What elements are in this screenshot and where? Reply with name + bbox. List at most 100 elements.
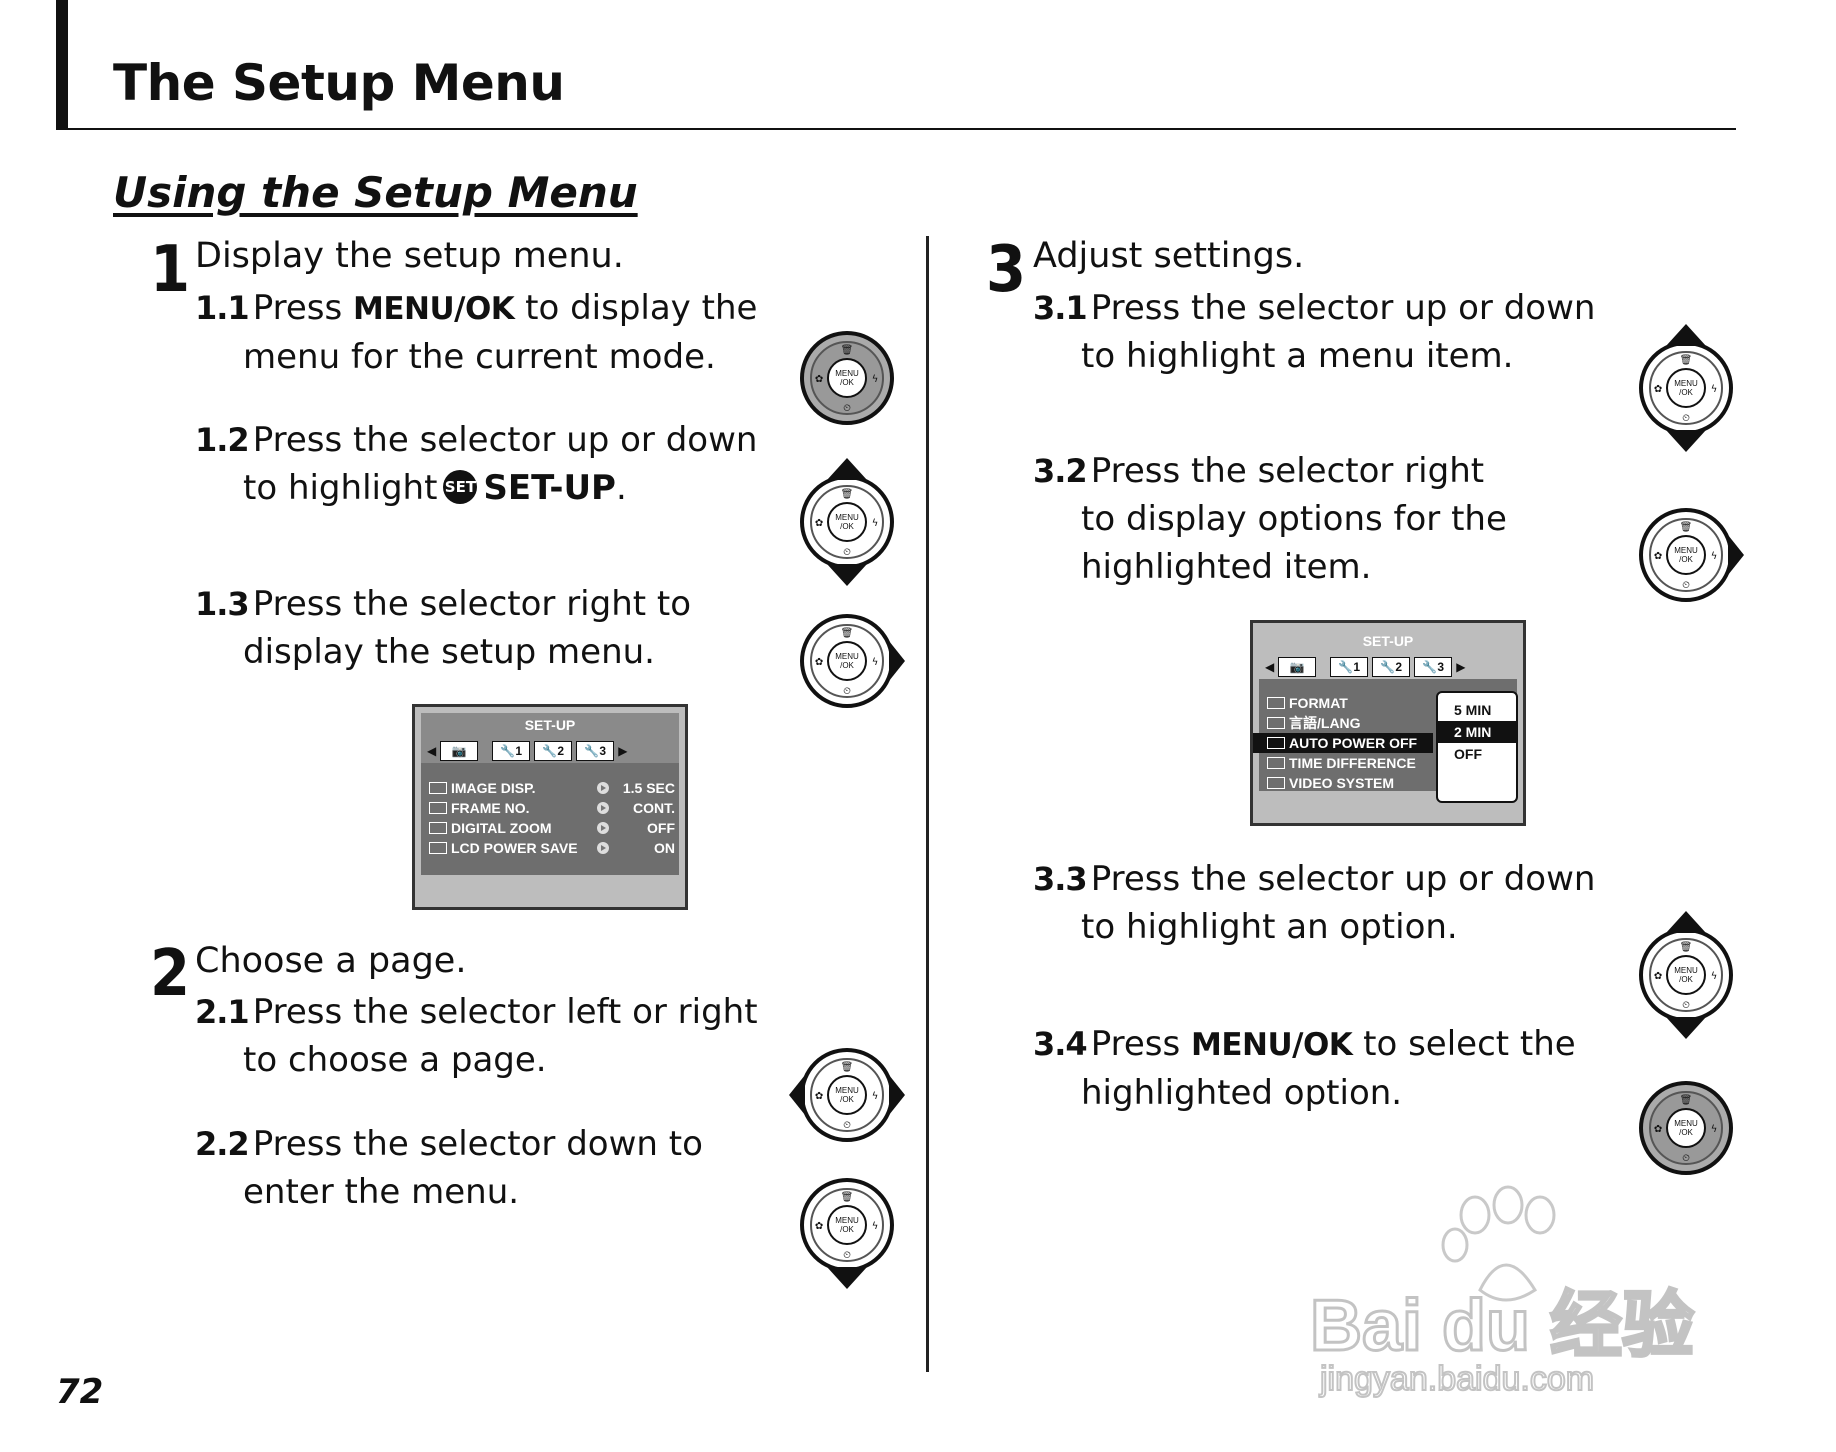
svg-text:✿: ✿ <box>815 374 823 385</box>
screen-title: SET-UP <box>1362 633 1414 649</box>
svg-text:⏲: ⏲ <box>1682 1000 1690 1011</box>
svg-text:MENU: MENU <box>1674 1119 1698 1128</box>
up-arrow-icon <box>1666 324 1706 346</box>
baidu-watermark-logo: Bai du 经验 jingyan.baidu.com <box>1300 1180 1770 1400</box>
arrow-icon <box>597 842 609 854</box>
option-selected: 2 MIN <box>1438 721 1516 743</box>
svg-text:⏲: ⏲ <box>843 403 851 414</box>
selector-dial-icon: MENU/OK🗑✿ϟ⏲ <box>789 457 905 587</box>
substep-id: 3.3 <box>1033 860 1088 898</box>
substep-text: to select the <box>1363 1024 1576 1064</box>
substep-text: display the setup menu. <box>243 632 655 672</box>
svg-text:⏲: ⏲ <box>1682 413 1690 424</box>
substep-id: 1.2 <box>195 421 250 459</box>
svg-text:MENU: MENU <box>835 513 859 522</box>
svg-text:✿: ✿ <box>1654 384 1662 395</box>
column-divider <box>926 236 929 1372</box>
substep-id: 3.4 <box>1033 1025 1088 1063</box>
substep-text: to highlight a menu item. <box>1081 336 1514 376</box>
up-arrow-icon <box>827 458 867 480</box>
svg-text:ϟ: ϟ <box>1711 971 1718 982</box>
menu-row: FORMAT <box>1253 693 1428 713</box>
svg-text:/OK: /OK <box>840 522 854 531</box>
setup-screen-2: SET-UP ◀ 📷 🔧1 🔧2 🔧3 ▶ FORMAT 言語/LANG AUT… <box>1250 620 1526 826</box>
setup-tab: 🔧1 <box>1330 657 1369 677</box>
menu-item-icon <box>1267 717 1285 729</box>
svg-text:/OK: /OK <box>840 1225 854 1234</box>
svg-text:✿: ✿ <box>815 1091 823 1102</box>
svg-text:✿: ✿ <box>1654 971 1662 982</box>
arrow-icon <box>597 782 609 794</box>
camera-tab-icon: 📷 <box>1278 657 1317 677</box>
svg-text:ϟ: ϟ <box>1711 1124 1718 1135</box>
menu-item-icon <box>429 842 447 854</box>
svg-text:🗑: 🗑 <box>841 1061 854 1073</box>
svg-text:ϟ: ϟ <box>872 657 879 668</box>
setup-screen-1: SET-UP ◀ 📷 🔧1 🔧2 🔧3 ▶ IMAGE DISP.1.5 SEC… <box>412 704 688 910</box>
substep-text: Press the selector up or down <box>1090 288 1596 328</box>
tab-right-arrow-icon: ▶ <box>618 744 628 758</box>
svg-text:/OK: /OK <box>1679 975 1693 984</box>
svg-text:Bai du 经验: Bai du 经验 <box>1310 1286 1694 1366</box>
screen-title: SET-UP <box>524 717 576 733</box>
tab-left-arrow-icon: ◀ <box>427 744 437 758</box>
section-title: Using the Setup Menu <box>113 168 638 217</box>
option: 5 MIN <box>1454 702 1492 718</box>
menu-item-icon <box>429 802 447 814</box>
substep-text: to display options for the <box>1081 499 1507 539</box>
svg-text:⏲: ⏲ <box>1682 1153 1690 1164</box>
svg-text:🗑: 🗑 <box>1680 521 1693 533</box>
substep-id: 2.2 <box>195 1125 250 1163</box>
svg-text:✿: ✿ <box>1654 551 1662 562</box>
page-title: The Setup Menu <box>113 54 565 112</box>
substep-id: 3.2 <box>1033 452 1088 490</box>
svg-text:⏲: ⏲ <box>843 1250 851 1261</box>
substep-text: highlighted option. <box>1081 1073 1403 1113</box>
header-divider <box>56 128 1736 130</box>
menu-ok-label: MENU/OK <box>352 291 515 327</box>
svg-text:/OK: /OK <box>1679 1128 1693 1137</box>
setup-tab: 🔧1 <box>492 741 531 761</box>
selector-dial-icon: MENU/OK🗑✿ϟ⏲ <box>1628 323 1744 453</box>
setup-tab: 🔧3 <box>576 741 615 761</box>
svg-text:✿: ✿ <box>1654 1124 1662 1135</box>
up-arrow-icon <box>1666 911 1706 933</box>
substep-text: to choose a page. <box>243 1040 547 1080</box>
screen-tabs: ◀ 📷 🔧1 🔧2 🔧3 ▶ <box>1265 657 1465 677</box>
menu-item-icon <box>429 822 447 834</box>
right-arrow-icon <box>889 641 905 681</box>
tab-right-arrow-icon: ▶ <box>1456 660 1466 674</box>
camera-tab-icon: 📷 <box>440 741 479 761</box>
setup-tab: 🔧2 <box>534 741 573 761</box>
substep-text: Press <box>252 288 343 328</box>
substep-text: to highlight an option. <box>1081 907 1458 947</box>
svg-text:🗑: 🗑 <box>841 488 854 500</box>
svg-text:ϟ: ϟ <box>1711 551 1718 562</box>
svg-text:MENU: MENU <box>835 652 859 661</box>
svg-text:🗑: 🗑 <box>1680 941 1693 953</box>
substep-id: 1.3 <box>195 585 250 623</box>
svg-text:MENU: MENU <box>835 369 859 378</box>
svg-text:🗑: 🗑 <box>1680 354 1693 366</box>
menu-ok-label: MENU/OK <box>1190 1027 1353 1063</box>
step-title: Choose a page. <box>195 941 467 981</box>
substep-text: . <box>615 468 627 508</box>
svg-text:⏲: ⏲ <box>843 686 851 697</box>
substep-text: menu for the current mode. <box>243 337 716 377</box>
selector-dial-icon: MENU/OK🗑✿ϟ⏲ <box>789 1160 905 1290</box>
svg-text:ϟ: ϟ <box>872 518 879 529</box>
substep-text: Press the selector up or down <box>1090 859 1596 899</box>
selector-dial-icon: MENU/OK🗑✿ϟ⏲ <box>1628 490 1744 620</box>
selector-dial-icon: MENU/OK🗑✿ϟ⏲ <box>789 596 905 726</box>
down-arrow-icon <box>827 564 867 586</box>
substep-id: 1.1 <box>195 289 250 327</box>
svg-text:🗑: 🗑 <box>841 627 854 639</box>
menu-row: IMAGE DISP.1.5 SEC <box>415 778 685 798</box>
